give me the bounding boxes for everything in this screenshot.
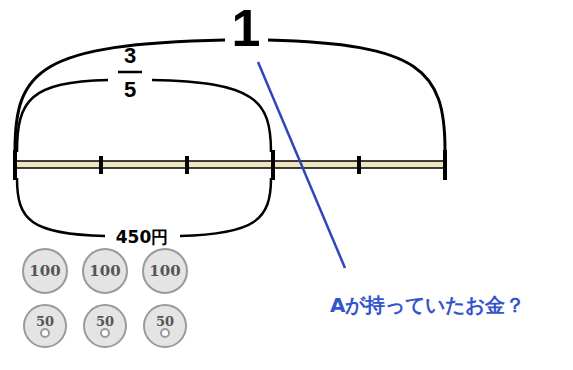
coin-50 (24, 305, 66, 347)
bracket (180, 178, 271, 236)
leader-line (258, 62, 345, 268)
tick (271, 150, 275, 180)
coins (23, 249, 187, 347)
coin-value: 50 (156, 315, 174, 328)
amount-label: 450円 (113, 229, 172, 246)
tick (357, 156, 361, 174)
bracket (17, 178, 105, 236)
tick (99, 156, 103, 174)
coin-50 (84, 305, 126, 347)
tick (443, 150, 447, 180)
coin-hole (161, 329, 169, 337)
coin-50 (144, 305, 186, 347)
coin-value: 100 (29, 264, 60, 279)
bracket (152, 80, 271, 152)
coin-100 (143, 249, 187, 293)
coin-value: 100 (149, 264, 180, 279)
coin-hole (41, 329, 49, 337)
fraction-numerator: 3 (124, 45, 136, 67)
coin-value: 50 (36, 315, 54, 328)
coin-100 (83, 249, 127, 293)
fraction-bar (118, 71, 142, 74)
coin-value: 50 (96, 315, 114, 328)
whole-label: 1 (232, 2, 261, 54)
bracket (15, 40, 225, 150)
coin-100 (23, 249, 67, 293)
tape-bar (15, 161, 445, 168)
tick (13, 150, 17, 180)
fraction-denominator: 5 (124, 79, 136, 101)
question-label: Aが持っていたお金？ (330, 295, 525, 315)
bracket (268, 40, 445, 150)
tick (185, 156, 189, 174)
coin-hole (101, 329, 109, 337)
coin-value: 100 (89, 264, 120, 279)
bracket (17, 80, 108, 152)
